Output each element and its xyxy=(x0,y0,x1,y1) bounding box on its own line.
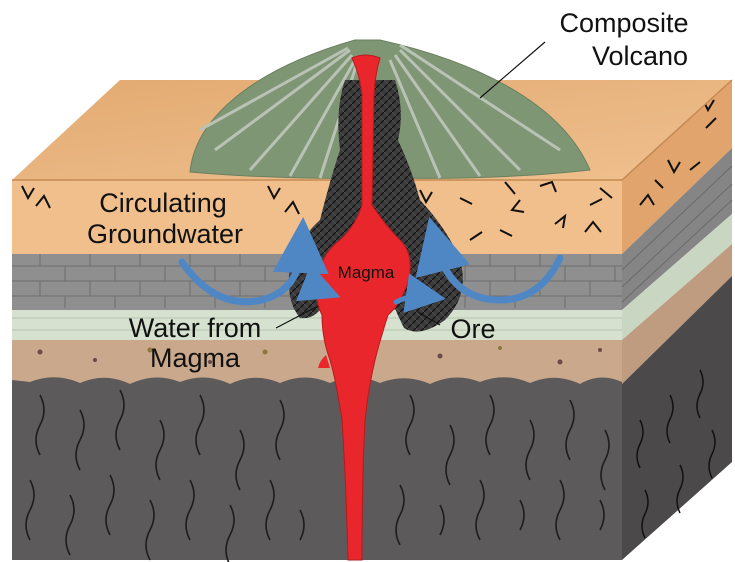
label-magma: Magma xyxy=(338,263,395,282)
label-water-from: Water from xyxy=(129,313,262,343)
groundwater-arrows xyxy=(178,216,564,313)
leader-lines xyxy=(275,41,546,329)
label-water-magma: Magma xyxy=(150,343,241,373)
label-volcano: Volcano xyxy=(592,41,688,71)
tan-layer xyxy=(12,338,622,384)
label-groundwater: Groundwater xyxy=(87,219,243,249)
bedrock-texture xyxy=(25,389,610,562)
arrow-left-inner xyxy=(296,264,341,302)
bedrock-layer xyxy=(12,368,622,560)
label-composite: Composite xyxy=(559,8,688,38)
pale-green-layer xyxy=(12,308,622,340)
arrow-right-outer xyxy=(415,216,564,304)
right-face xyxy=(621,80,733,560)
label-ore: Ore xyxy=(450,314,495,344)
label-circulating: Circulating xyxy=(99,188,227,218)
sand-marks xyxy=(21,180,613,241)
cone-ridges xyxy=(199,43,561,179)
pale-green-lines xyxy=(12,317,622,331)
water-leader xyxy=(275,305,319,329)
right-bedrock-texture xyxy=(636,369,716,539)
volcano-leader xyxy=(479,41,546,99)
ore-leader xyxy=(417,311,441,326)
tan-dots xyxy=(37,346,602,365)
arrow-right-inner xyxy=(393,273,446,313)
right-bricks xyxy=(621,165,733,303)
